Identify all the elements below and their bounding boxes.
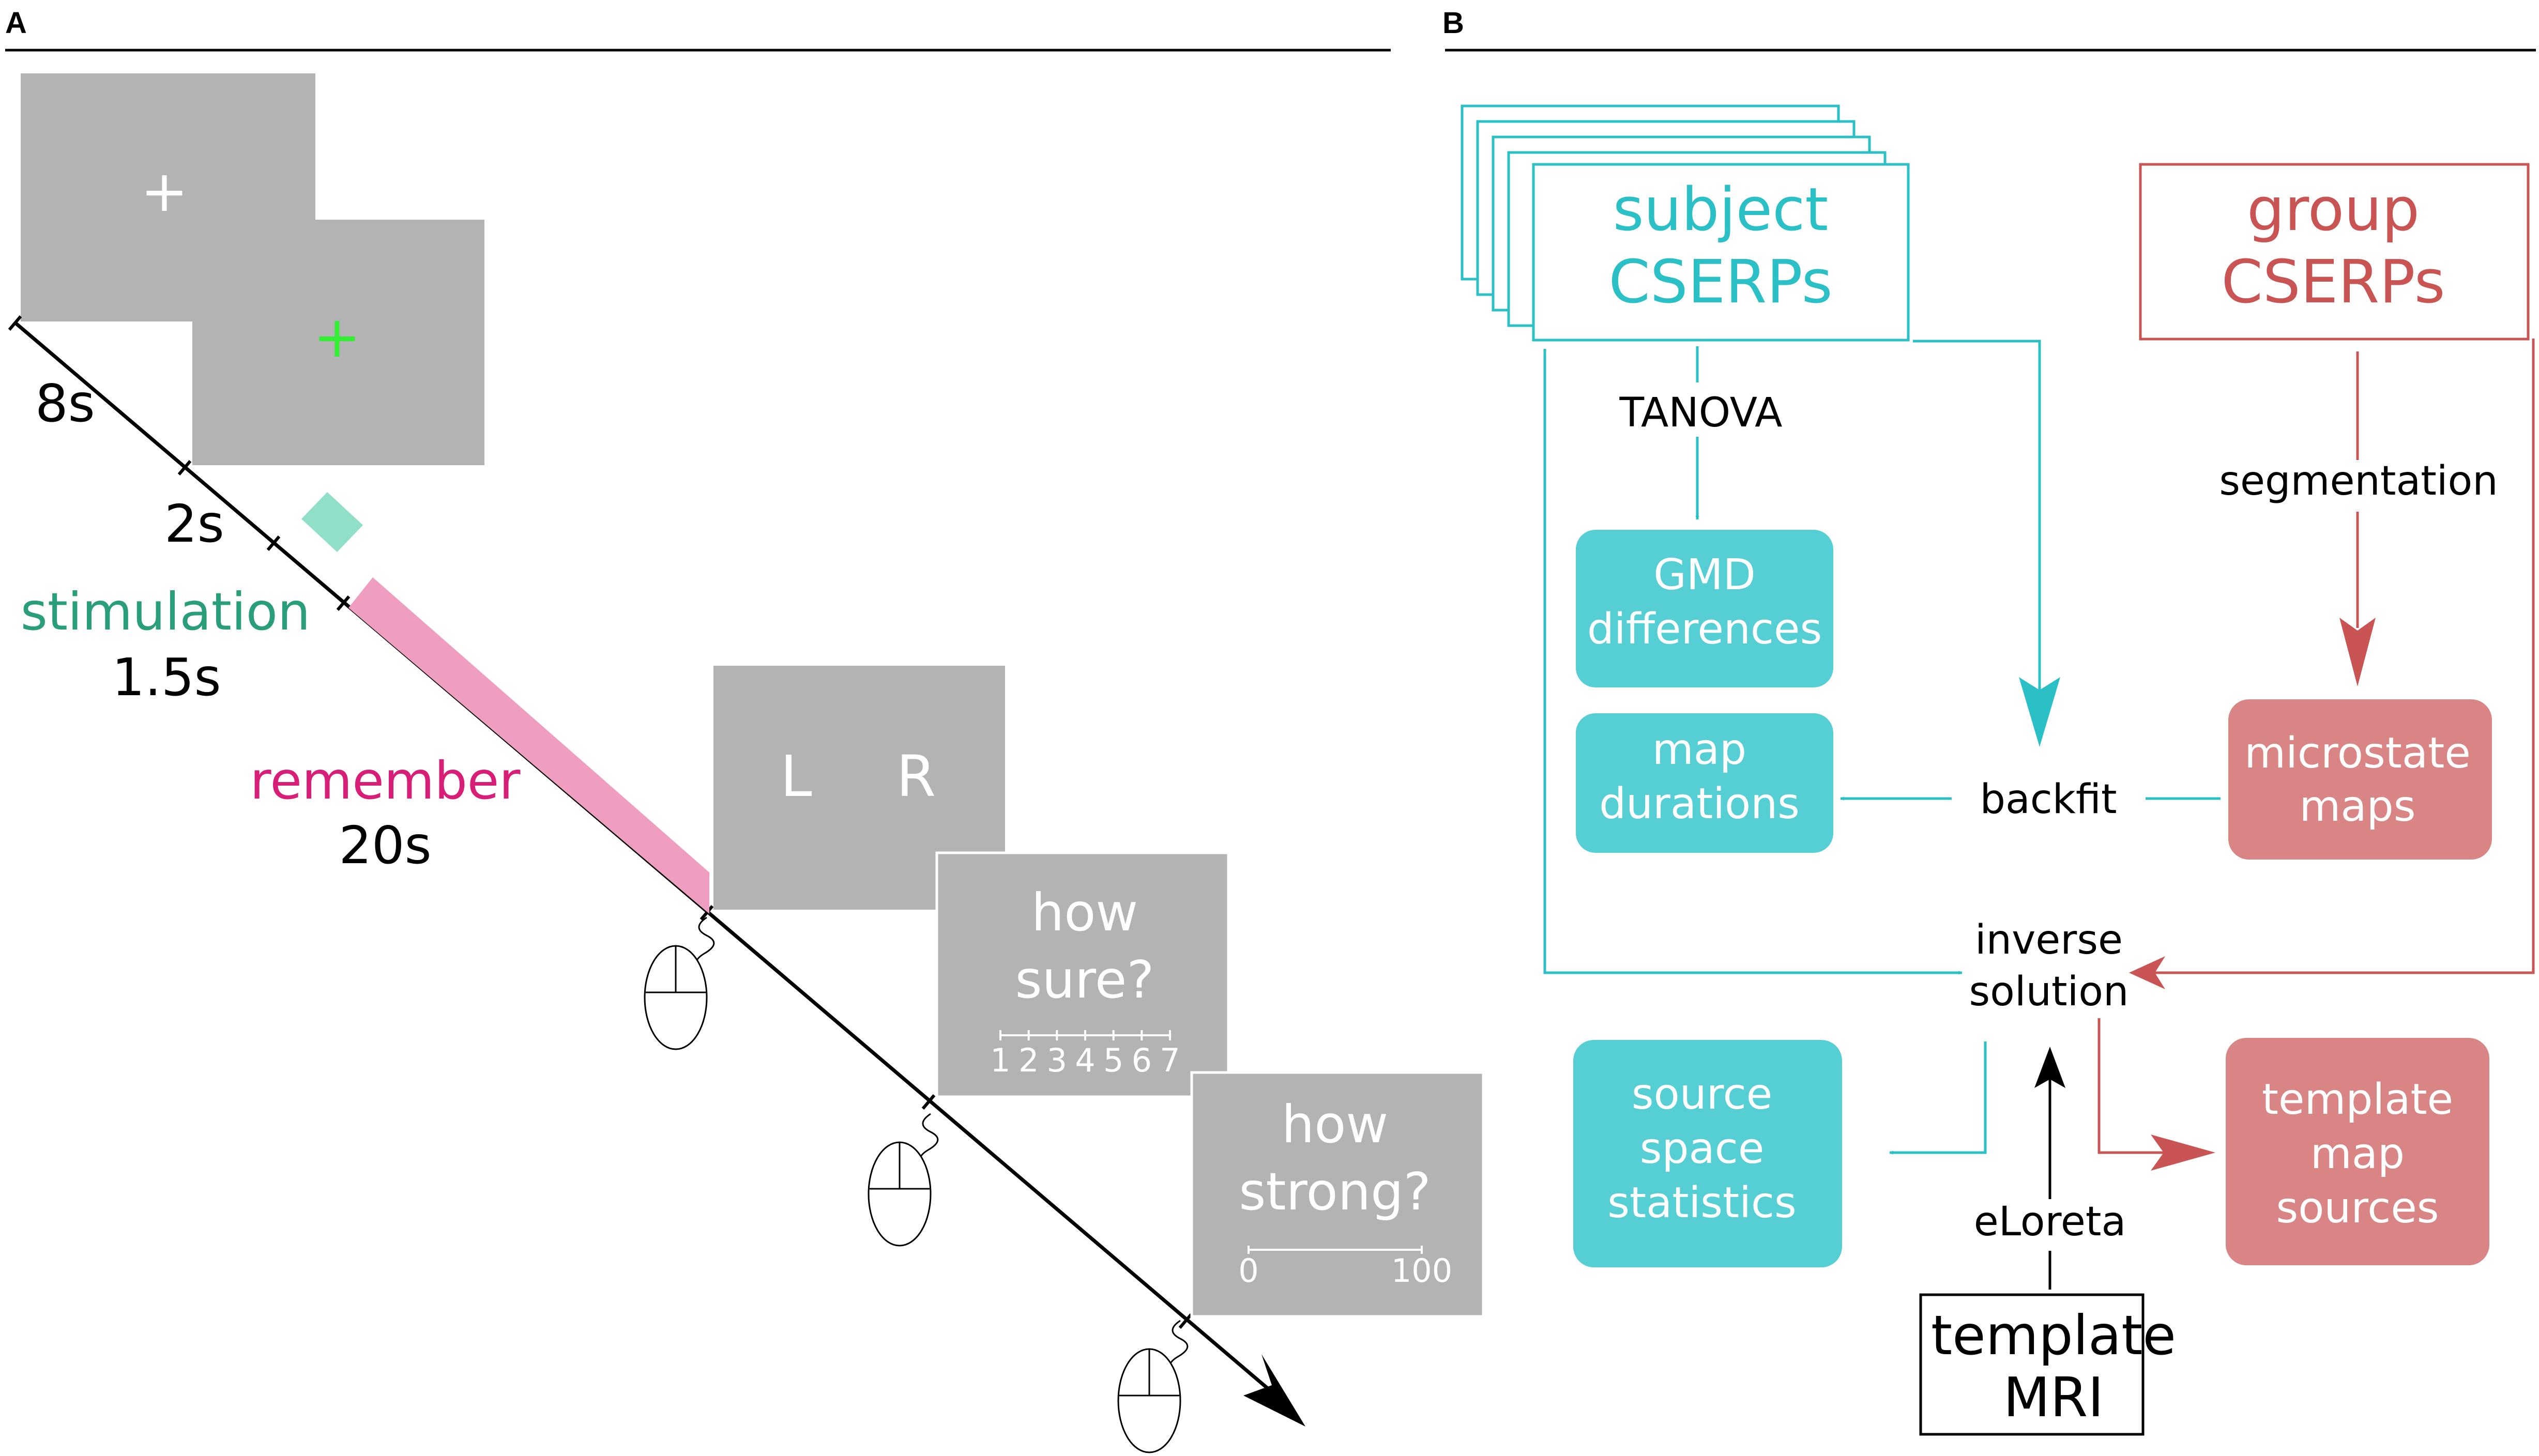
fixation-cross: +	[141, 158, 188, 224]
mouse-icon	[1117, 1320, 1189, 1453]
confidence-scale-label: 3	[1047, 1041, 1067, 1079]
confidence-scale-label: 6	[1132, 1041, 1152, 1079]
inverse-to-template-sources-edge	[2097, 1018, 2171, 1154]
tick-1-5s	[336, 595, 351, 611]
eloreta-label: eLoreta	[1974, 1199, 2126, 1245]
template-map-sources-line2: map	[2310, 1129, 2405, 1178]
duration-2s: 2s	[164, 494, 224, 554]
subject-to-inverse-edge	[1543, 349, 1963, 975]
template-mri-node: template MRI	[1919, 1293, 2176, 1436]
group-cserps-line1: group	[2247, 175, 2420, 244]
duration-8s: 8s	[35, 373, 95, 434]
segmentation-label: segmentation	[2219, 458, 2498, 504]
template-map-sources-node: template map sources	[2226, 1038, 2489, 1265]
tick-20s	[700, 905, 714, 921]
strength-scale-max: 100	[1391, 1252, 1452, 1290]
tick-2s	[266, 535, 281, 551]
template-mri-line1: template	[1931, 1304, 2176, 1367]
subject-cserps-line2: CSERPs	[1608, 248, 1832, 317]
left-label: L	[780, 743, 812, 809]
inverse-solution-red-arrowhead	[2129, 956, 2165, 989]
source-space-statistics-node: source space statistics	[1573, 1040, 1842, 1267]
gmd-differences-line2: differences	[1587, 605, 1822, 654]
backfit-arrowhead	[2019, 677, 2060, 747]
gmd-differences-line1: GMD	[1653, 550, 1755, 600]
group-cserps-line2: CSERPs	[2221, 248, 2445, 317]
source-space-statistics-line2: space	[1640, 1124, 1765, 1173]
strength-scale-min: 0	[1238, 1252, 1258, 1290]
group-cserps-node: group CSERPs	[2139, 163, 2530, 341]
strength-question-line2: strong?	[1239, 1161, 1431, 1222]
tick-q1	[921, 1094, 936, 1110]
confidence-question-line1: how	[1031, 882, 1138, 943]
timeline-arrowhead	[1243, 1354, 1305, 1427]
strength-screen: how strong? 0 100	[1190, 1071, 1485, 1318]
confidence-scale-label: 2	[1018, 1041, 1039, 1079]
template-map-sources-line1: template	[2262, 1075, 2453, 1124]
tick-q2	[1178, 1313, 1193, 1329]
remember-duration: 20s	[339, 815, 431, 876]
remember-bar	[348, 577, 709, 914]
confidence-question-line2: sure?	[1015, 949, 1154, 1010]
tick-8s	[177, 460, 192, 476]
confidence-scale-label: 7	[1160, 1041, 1180, 1079]
cue-screen: +	[192, 220, 484, 465]
panel-b: B subject CSERPs group CSERPs GMD differ…	[1442, 6, 2536, 1436]
stimulation-duration: 1.5s	[112, 647, 221, 708]
stimulation-label: stimulation	[21, 581, 311, 642]
microstate-arrowhead	[2339, 618, 2376, 686]
cue-cross: +	[313, 304, 361, 370]
inverse-solution-line1: inverse	[1975, 917, 2123, 963]
backfit-label: backfit	[1980, 776, 2117, 823]
template-mri-line2: MRI	[2003, 1366, 2104, 1429]
template-map-sources-line3: sources	[2276, 1184, 2439, 1233]
map-durations-node: map durations	[1576, 713, 1833, 853]
mri-arrowhead	[2034, 1047, 2065, 1088]
confidence-scale-label: 4	[1075, 1041, 1095, 1079]
tanova-label: TANOVA	[1619, 390, 1782, 436]
inverse-solution-line2: solution	[1969, 969, 2129, 1015]
template-sources-arrowhead	[2151, 1135, 2215, 1171]
mouse-icon	[644, 916, 715, 1050]
mouse-icon	[868, 1113, 939, 1247]
panel-a-letter: A	[5, 6, 27, 40]
confidence-scale-label: 5	[1103, 1041, 1123, 1079]
gmd-differences-node: GMD differences	[1576, 530, 1833, 687]
confidence-scale-label: 1	[990, 1041, 1010, 1079]
map-durations-line2: durations	[1599, 779, 1800, 829]
subject-cserps-line1: subject	[1613, 175, 1829, 244]
strength-question-line1: how	[1282, 1094, 1388, 1155]
microstate-maps-line2: maps	[2300, 782, 2416, 831]
stimulation-bar	[301, 492, 363, 552]
tick-start	[8, 315, 22, 331]
group-connectors	[2097, 339, 2535, 1154]
microstate-maps-node: microstate maps	[2228, 699, 2492, 860]
subject-connectors	[1543, 340, 2221, 1155]
microstate-maps-line1: microstate	[2244, 729, 2471, 778]
panel-b-letter: B	[1442, 6, 1464, 40]
source-space-statistics-line1: source	[1632, 1070, 1772, 1119]
subject-cserps-node: subject CSERPs	[1461, 104, 1910, 342]
subject-to-backfit-edge	[1913, 340, 2041, 737]
group-to-inverse-edge	[2140, 339, 2535, 974]
panel-a: A + + 8s 2s stimulation 1.	[5, 6, 1485, 1453]
right-label: R	[896, 743, 936, 809]
map-durations-line1: map	[1652, 725, 1746, 774]
source-space-statistics-line3: statistics	[1607, 1178, 1797, 1228]
inverse-to-statistics-edge	[1889, 1041, 1987, 1155]
remember-label: remember	[250, 750, 521, 811]
choice-screen: L R	[713, 666, 1005, 910]
